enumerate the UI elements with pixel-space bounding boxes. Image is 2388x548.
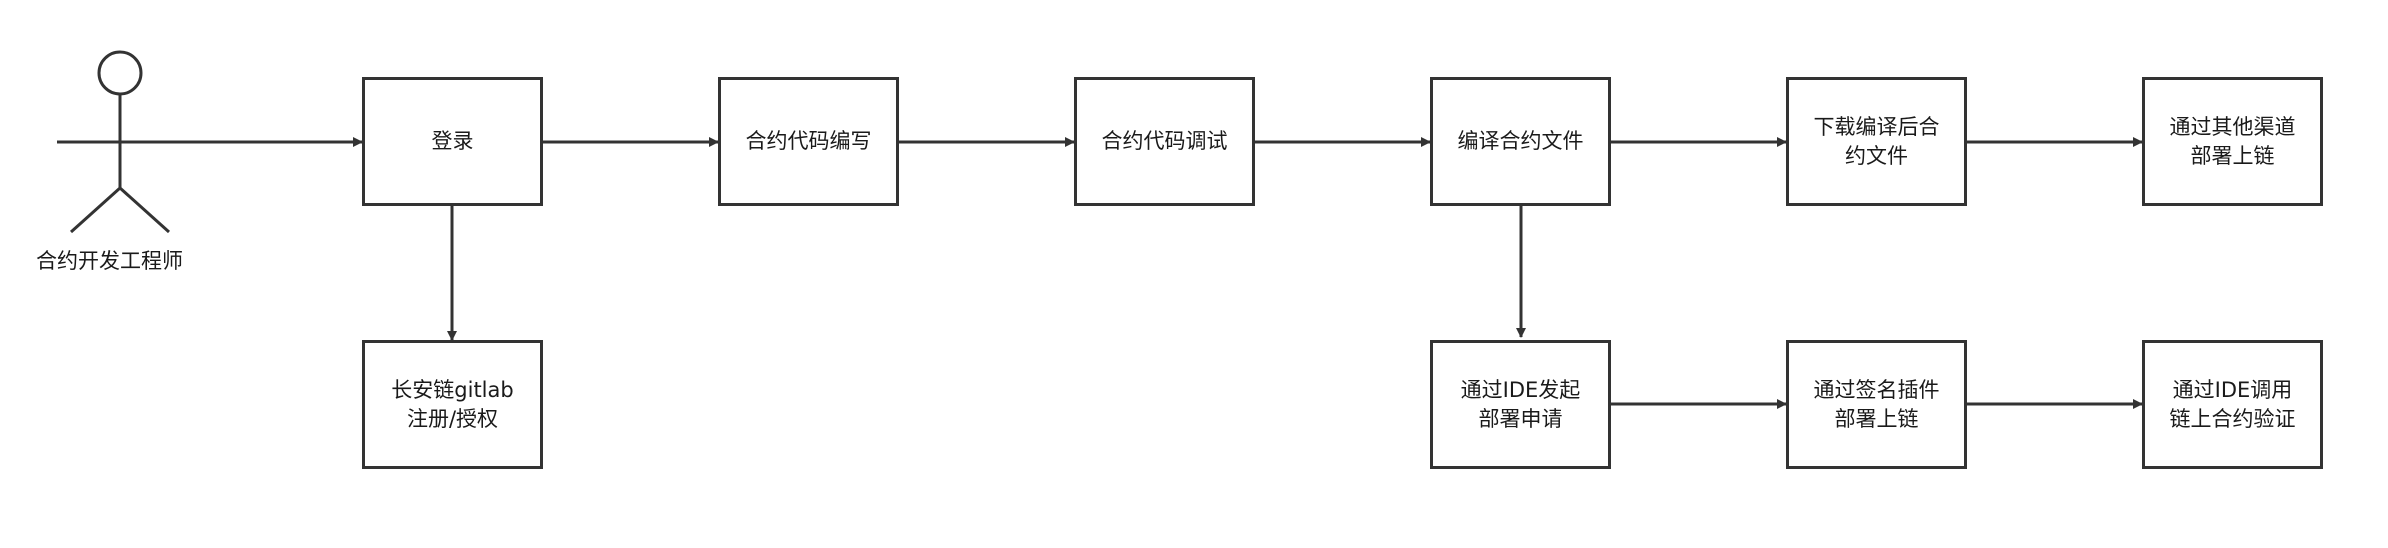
actor-head	[97, 50, 143, 96]
node-write: 合约代码编写	[718, 77, 899, 206]
node-ide-apply: 通过IDE发起 部署申请	[1430, 340, 1611, 469]
node-write-text: 合约代码编写	[745, 129, 872, 153]
node-ide-verify: 通过IDE调用 链上合约验证	[2142, 340, 2323, 469]
node-ide-apply-line2: 部署申请	[1478, 406, 1563, 431]
node-register-line1: 长安链gitlab	[391, 377, 514, 402]
actor-leg-left	[69, 186, 122, 234]
node-ide-verify-line1: 通过IDE调用	[2172, 377, 2293, 402]
node-login-text: 登录	[431, 129, 474, 153]
node-sign-plugin-line2: 部署上链	[1834, 406, 1919, 431]
node-deploy-other: 通过其他渠道 部署上链	[2142, 77, 2323, 206]
node-login: 登录	[362, 77, 543, 206]
node-ide-apply-line1: 通过IDE发起	[1460, 377, 1581, 402]
node-download-line1: 下载编译后合	[1813, 114, 1940, 139]
node-register: 长安链gitlab 注册/授权	[362, 340, 543, 469]
node-deploy-other-line2: 部署上链	[2190, 143, 2275, 168]
node-download: 下载编译后合 约文件	[1786, 77, 1967, 206]
node-compile-text: 编译合约文件	[1457, 129, 1584, 153]
node-compile: 编译合约文件	[1430, 77, 1611, 206]
node-register-line2: 注册/授权	[406, 406, 499, 431]
node-debug: 合约代码调试	[1074, 77, 1255, 206]
node-sign-plugin: 通过签名插件 部署上链	[1786, 340, 1967, 469]
node-ide-verify-line2: 链上合约验证	[2169, 406, 2296, 431]
actor-label: 合约开发工程师	[36, 249, 183, 273]
node-download-line2: 约文件	[1845, 143, 1908, 168]
node-debug-text: 合约代码调试	[1101, 129, 1228, 153]
actor-leg-right	[118, 186, 171, 234]
node-sign-plugin-line1: 通过签名插件	[1813, 377, 1940, 402]
node-deploy-other-line1: 通过其他渠道	[2169, 114, 2296, 139]
actor-figure	[57, 50, 183, 234]
